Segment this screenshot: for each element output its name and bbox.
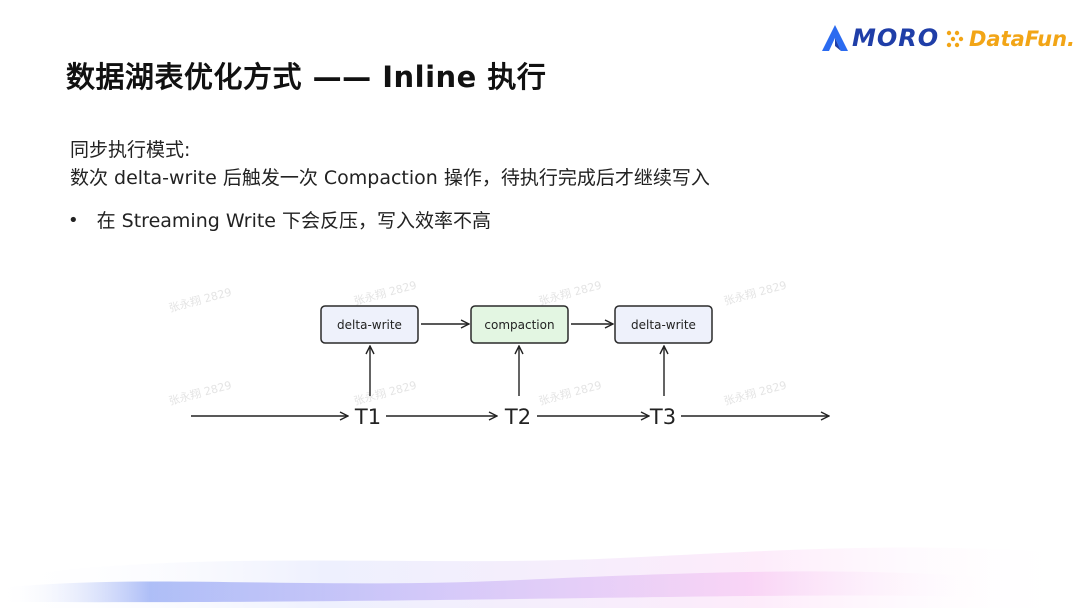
watermark: 张永翔 2829: [537, 378, 603, 408]
box-label: delta-write: [337, 318, 402, 332]
watermark: 张永翔 2829: [167, 378, 233, 408]
watermark: 张永翔 2829: [167, 285, 233, 315]
process-box-delta-write-1: delta-write: [320, 305, 419, 344]
datafun-logo-text: DataFun.: [969, 27, 1076, 51]
bullet-text: 在 Streaming Write 下会反压，写入效率不高: [96, 210, 492, 232]
watermark: 张永翔 2829: [722, 278, 788, 308]
box-label: compaction: [484, 318, 554, 332]
decorative-wave-footer: [0, 547, 1080, 608]
mode-heading: 同步执行模式:: [70, 139, 191, 161]
watermark: 张永翔 2829: [352, 378, 418, 408]
watermark: 张永翔 2829: [352, 278, 418, 308]
datafun-dots-icon: [946, 30, 964, 48]
watermark: 张永翔 2829: [537, 278, 603, 308]
datafun-logo: DataFun.: [945, 24, 1075, 54]
slide-title: 数据湖表优化方式 —— Inline 执行: [66, 60, 547, 94]
process-box-delta-write-2: delta-write: [614, 305, 713, 344]
box-label: delta-write: [631, 318, 696, 332]
process-box-compaction: compaction: [470, 305, 569, 344]
bullet-item: • 在 Streaming Write 下会反压，写入效率不高: [68, 207, 491, 235]
watermark: 张永翔 2829: [722, 378, 788, 408]
amoro-logo: MORO: [820, 22, 939, 54]
amoro-logo-text: MORO: [852, 24, 940, 52]
timeline-label-t1: T1: [354, 405, 381, 429]
timeline-label-t3: T3: [649, 405, 676, 429]
bullet-dot-icon: •: [68, 210, 79, 231]
timeline-label-t2: T2: [504, 405, 531, 429]
mode-description-block: 同步执行模式: 数次 delta-write 后触发一次 Compaction …: [70, 136, 710, 192]
amoro-a-icon: [822, 25, 848, 51]
mode-description: 数次 delta-write 后触发一次 Compaction 操作，待执行完成…: [70, 167, 710, 189]
